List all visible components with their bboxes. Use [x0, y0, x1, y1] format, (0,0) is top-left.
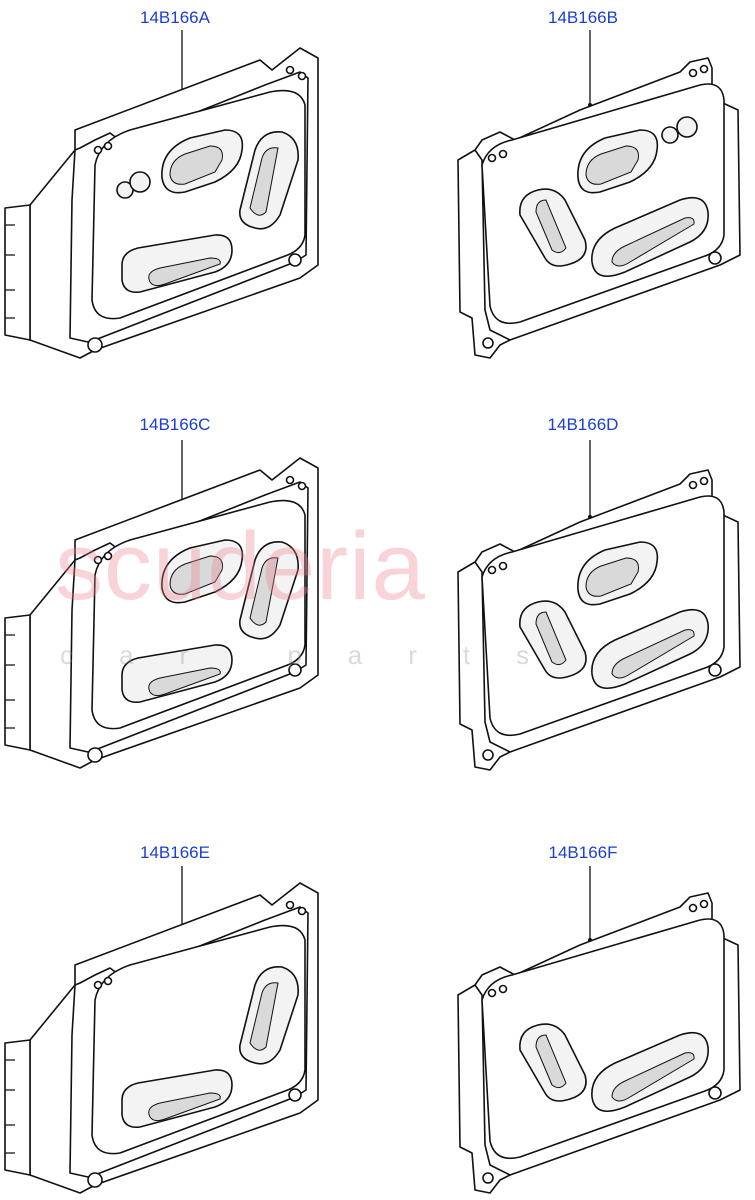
switch-pack-14B166F[interactable] — [457, 866, 741, 1194]
part-label-14B166E[interactable]: 14B166E — [140, 843, 210, 862]
part-label-14B166A[interactable]: 14B166A — [140, 8, 210, 27]
part-label-14B166D[interactable]: 14B166D — [547, 415, 619, 434]
switch-pack-14B166C[interactable] — [4, 440, 319, 769]
switch-pack-14B166B[interactable] — [457, 30, 741, 359]
switch-pack-14B166D[interactable] — [457, 440, 741, 771]
part-label-14B166F[interactable]: 14B166F — [548, 843, 618, 862]
switch-pack-14B166E[interactable] — [4, 866, 319, 1194]
part-label-14B166C[interactable]: 14B166C — [139, 415, 211, 434]
part-label-14B166B[interactable]: 14B166B — [548, 8, 618, 27]
switch-pack-14B166A[interactable] — [4, 30, 319, 359]
watermark-subtext: car parts — [60, 640, 576, 670]
watermark-logo: scuderia — [55, 513, 426, 620]
